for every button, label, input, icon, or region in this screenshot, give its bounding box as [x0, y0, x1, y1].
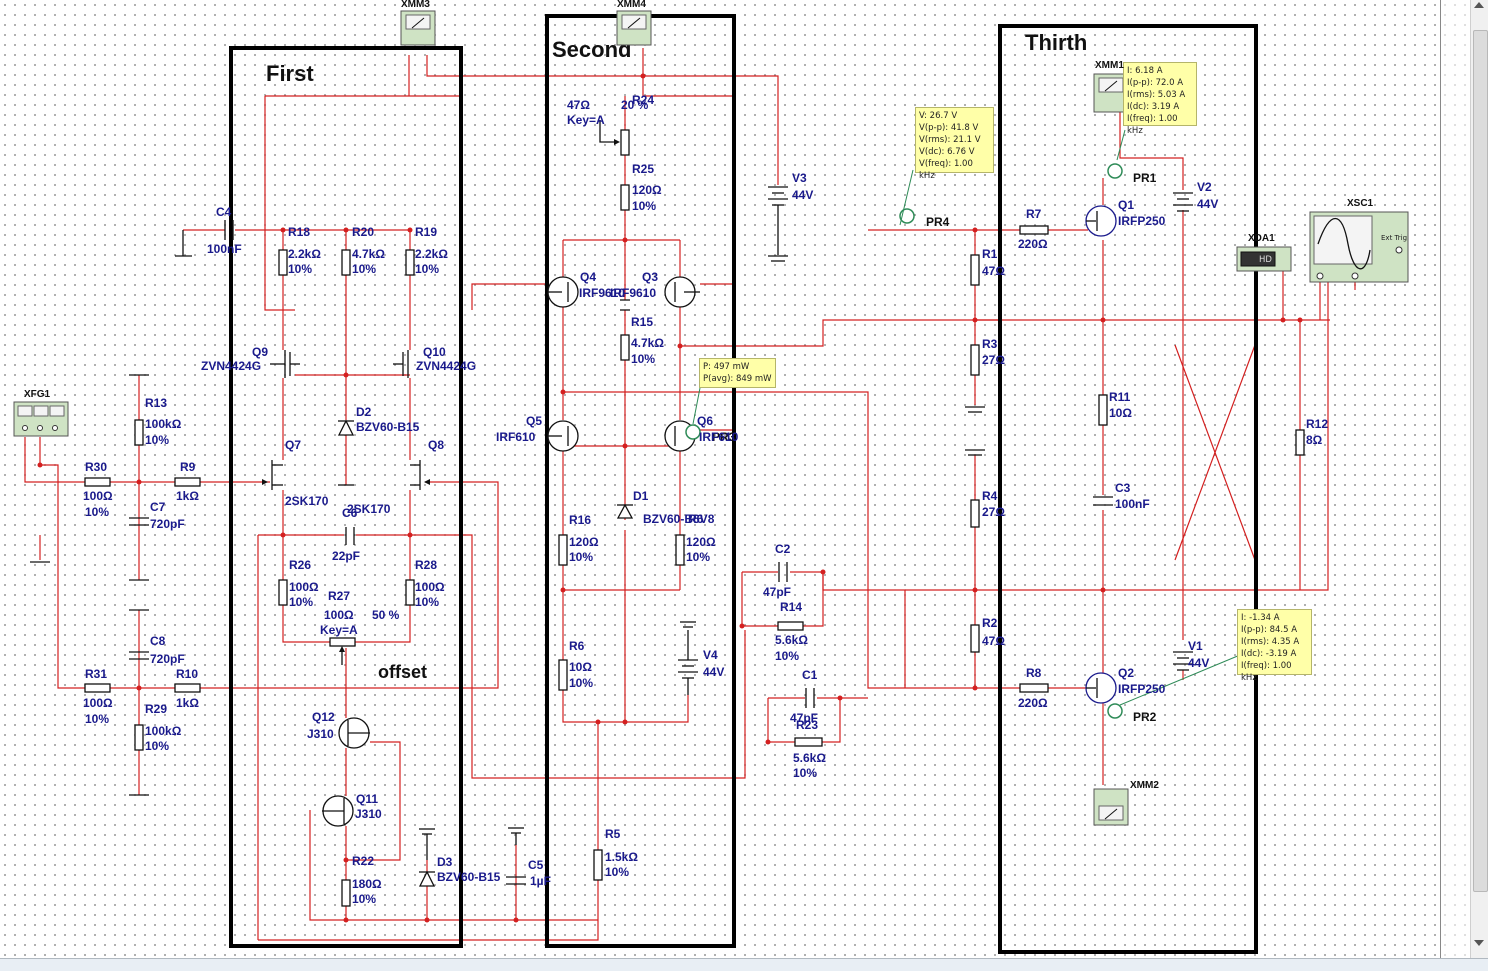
junctions [37, 73, 1303, 923]
resistor-r2[interactable] [970, 624, 980, 653]
zener-d1[interactable] [616, 503, 634, 519]
multimeter-xmm1[interactable] [1093, 73, 1129, 113]
scroll-up-arrow-icon[interactable] [1474, 2, 1484, 8]
horizontal-scrollbar[interactable] [0, 958, 1488, 971]
multimeter-xmm2[interactable] [1093, 788, 1129, 826]
section-first-label: First [266, 61, 314, 86]
current-probe-pr1-icon[interactable] [1107, 163, 1123, 179]
resistor-r29[interactable] [134, 724, 144, 751]
resistor-r30[interactable] [84, 477, 111, 487]
batteries[interactable] [678, 186, 1193, 695]
scroll-down-arrow-icon[interactable] [1474, 940, 1484, 946]
resistor-r6[interactable] [558, 659, 568, 691]
probe-box-pr4: V: 26.7 V V(p-p): 41.8 V V(rms): 21.1 V … [915, 107, 994, 181]
potentiometer-r24[interactable] [620, 129, 630, 156]
capacitor-c1[interactable] [805, 688, 815, 708]
mosfet-q3[interactable] [664, 276, 700, 308]
resistor-r7[interactable] [1019, 225, 1049, 235]
power-probe-pr3-icon[interactable] [685, 424, 701, 440]
resistor-r25[interactable] [620, 184, 630, 211]
resistor-r11[interactable] [1098, 394, 1108, 426]
resistor-r1[interactable] [970, 254, 980, 286]
resistor-r13[interactable] [134, 419, 144, 446]
zener-d2[interactable] [337, 419, 355, 436]
mosfet-q2[interactable] [1085, 672, 1117, 704]
capacitor-c8[interactable] [129, 651, 149, 660]
battery-v4[interactable] [678, 630, 698, 695]
resistor-r14[interactable] [777, 621, 804, 631]
resistor-r16[interactable] [558, 534, 568, 566]
capacitor-c7[interactable] [129, 517, 149, 526]
resistor-r20[interactable] [341, 249, 351, 276]
diodes[interactable] [337, 299, 634, 887]
resistor-r15[interactable] [620, 334, 630, 361]
resistor-r18[interactable] [278, 249, 288, 276]
multimeter-xmm4[interactable] [616, 10, 652, 46]
vertical-scrollbar[interactable] [1470, 0, 1488, 970]
jfet-q8[interactable] [410, 460, 430, 490]
jfet-q11[interactable] [322, 795, 354, 827]
potentiometer-r27[interactable] [329, 637, 356, 647]
probe-box-pr2: I: -1.34 A I(p-p): 84.5 A I(rms): 4.35 A… [1237, 609, 1312, 683]
resistor-r6b[interactable] [675, 534, 685, 566]
mosfet-q4[interactable] [547, 276, 579, 308]
wires [24, 48, 1356, 941]
scroll-thumb[interactable] [1473, 30, 1488, 892]
battery-v3[interactable] [768, 186, 788, 255]
resistor-r23[interactable] [794, 737, 823, 747]
resistor-r19[interactable] [405, 249, 415, 276]
capacitor-c4[interactable] [224, 220, 234, 240]
capacitor-c3[interactable] [1093, 496, 1113, 506]
resistor-r9[interactable] [174, 477, 201, 487]
mosfet-q9[interactable] [270, 350, 300, 378]
voltage-probe-pr4-icon[interactable] [899, 208, 915, 224]
resistors[interactable] [84, 129, 1305, 907]
resistor-r10[interactable] [174, 683, 201, 693]
resistor-r4[interactable] [970, 499, 980, 528]
resistor-r31[interactable] [84, 683, 111, 693]
xda1-hd-label: HD [1259, 255, 1272, 265]
current-probe-pr2-icon[interactable] [1107, 703, 1123, 719]
mosfet-q1[interactable] [1085, 205, 1117, 237]
battery-v2[interactable] [1173, 192, 1193, 212]
resistor-r28[interactable] [405, 579, 415, 606]
section-third-label: Thirth [1025, 30, 1087, 55]
mosfet-q5[interactable] [547, 420, 579, 452]
transistors[interactable] [262, 205, 1117, 827]
capacitor-c5[interactable] [506, 876, 526, 885]
capacitors[interactable] [129, 220, 1113, 885]
jfet-q7[interactable] [262, 460, 283, 490]
resistor-r8[interactable] [1019, 683, 1049, 693]
capacitor-c6[interactable] [345, 527, 355, 545]
probe-box-pr3: P: 497 mW P(avg): 849 mW [699, 358, 776, 388]
resistor-r22[interactable] [341, 879, 351, 907]
function-generator-xfg1[interactable] [13, 401, 69, 437]
zener-d3[interactable] [418, 870, 436, 887]
mosfet-q10[interactable] [393, 350, 409, 378]
probe-box-pr1: I: 6.18 A I(p-p): 72.0 A I(rms): 5.03 A … [1123, 62, 1197, 136]
xsc1-trig-label: Ext Trig [1381, 234, 1407, 242]
jfet-q12[interactable] [338, 717, 370, 749]
offset-label: offset [378, 662, 427, 682]
probe-markers[interactable] [685, 129, 1241, 719]
vertical-ruler [1440, 0, 1469, 958]
capacitor-c2[interactable] [778, 562, 788, 582]
distortion-analyzer-xda1[interactable]: HD [1236, 246, 1292, 272]
multimeter-xmm3[interactable] [400, 10, 436, 46]
resistor-r5[interactable] [593, 849, 603, 881]
battery-v1[interactable] [1173, 651, 1193, 671]
resistor-r26[interactable] [278, 579, 288, 606]
resistor-r3[interactable] [970, 344, 980, 376]
ground-symbols [30, 230, 985, 860]
resistor-r12[interactable] [1295, 429, 1305, 456]
oscilloscope-xsc1[interactable]: Ext Trig [1309, 211, 1409, 283]
instruments[interactable]: HD Ext Trig [13, 10, 1409, 826]
